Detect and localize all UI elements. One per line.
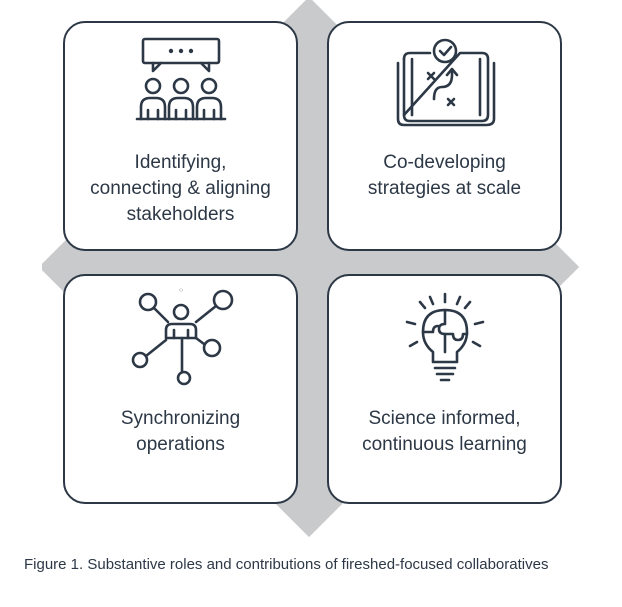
- card-learning-label: Science informed, continuous learning: [362, 408, 527, 455]
- network-person-icon: [131, 288, 233, 386]
- card-strategies: Co-developing strategies at scale: [327, 21, 562, 251]
- card-strategies-label: Co-developing strategies at scale: [367, 152, 522, 199]
- card-stakeholders-label: Identifying, connecting & aligning stake…: [90, 152, 271, 225]
- lightbulb-puzzle-icon: [405, 292, 484, 382]
- card-learning: Science informed, continuous learning: [327, 274, 562, 504]
- card-operations: Synchronizing operations: [63, 274, 298, 504]
- stakeholders-meeting-icon: [135, 37, 226, 121]
- strategy-map-icon: [396, 38, 495, 127]
- card-stakeholders: Identifying, connecting & aligning stake…: [63, 21, 298, 251]
- card-operations-label: Synchronizing operations: [120, 408, 241, 455]
- figure-caption: Figure 1. Substantive roles and contribu…: [24, 556, 549, 573]
